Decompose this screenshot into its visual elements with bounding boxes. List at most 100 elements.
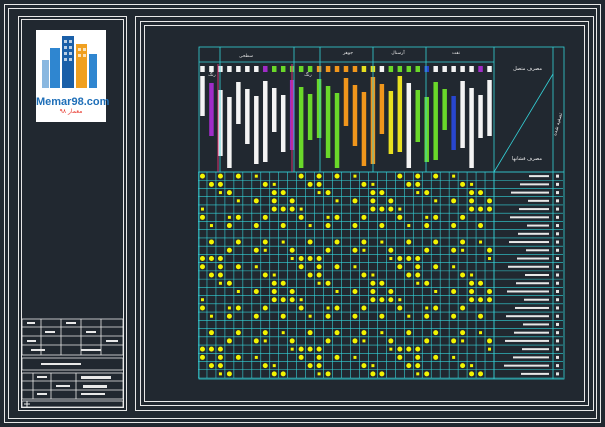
matrix-marker — [299, 298, 303, 302]
header-chip — [236, 66, 241, 72]
matrix-dot — [298, 264, 304, 270]
header-chip — [397, 66, 403, 72]
group-label: سطحی — [239, 54, 253, 59]
header-bar — [236, 82, 241, 124]
row-label — [504, 364, 549, 367]
matrix-dot — [235, 330, 241, 336]
matrix-marker — [371, 364, 375, 368]
matrix-dot — [379, 190, 385, 196]
row-index-marker — [556, 314, 559, 318]
matrix-dot — [217, 181, 223, 187]
group-label: آرسنال — [391, 50, 405, 56]
matrix-marker — [407, 314, 411, 318]
matrix-dot — [487, 297, 493, 303]
matrix-dot — [235, 264, 241, 270]
matrix-marker — [434, 289, 438, 293]
matrix-dot — [406, 256, 412, 262]
matrix-dot — [199, 346, 205, 352]
header-bar — [388, 91, 394, 154]
matrix-dot — [307, 330, 313, 336]
row-label — [509, 241, 549, 244]
row-index-marker — [556, 240, 559, 244]
matrix-dot — [217, 173, 223, 179]
row-label — [527, 224, 549, 227]
sheet-border-outer — [135, 16, 594, 411]
matrix-dot — [208, 346, 214, 352]
matrix-dot — [487, 247, 493, 253]
header-chip — [316, 66, 322, 72]
matrix-dot — [460, 214, 466, 220]
header-bar — [245, 89, 250, 144]
header-chip — [325, 66, 331, 72]
row-label — [510, 216, 549, 219]
row-index-marker — [556, 207, 559, 211]
row-index-marker — [556, 289, 559, 293]
matrix-dot — [433, 330, 439, 336]
matrix-dot — [199, 264, 205, 270]
row-index-marker — [556, 298, 559, 302]
matrix-marker — [398, 207, 402, 211]
matrix-dot — [406, 330, 412, 336]
header-chip — [451, 66, 456, 72]
matrix-dot — [217, 354, 223, 360]
matrix-dot — [289, 198, 295, 204]
matrix-dot — [415, 264, 421, 270]
header-bar — [487, 80, 492, 136]
row-label — [515, 306, 549, 309]
matrix-dot — [316, 354, 322, 360]
row-index-marker — [556, 174, 559, 178]
matrix-dot — [289, 247, 295, 253]
matrix-marker — [380, 331, 384, 335]
matrix-dot — [469, 198, 475, 204]
matrix-marker — [416, 281, 420, 285]
matrix-dot — [226, 223, 232, 229]
row-label — [525, 274, 549, 276]
matrix-dot — [433, 214, 439, 220]
header-chip — [388, 66, 394, 72]
matrix-marker — [236, 289, 240, 293]
matrix-dot — [307, 363, 313, 369]
matrix-dot — [370, 198, 376, 204]
header-chip — [218, 66, 223, 72]
row-index-marker — [556, 273, 559, 277]
header-chip — [469, 66, 474, 72]
matrix-marker — [425, 306, 429, 310]
header-chip — [298, 66, 304, 72]
matrix-dot — [235, 354, 241, 360]
matrix-marker — [272, 182, 276, 186]
matrix-dot — [415, 181, 421, 187]
matrix-dot — [487, 206, 493, 212]
row-labels — [504, 174, 559, 376]
matrix-dot — [397, 256, 403, 262]
row-index-marker — [556, 215, 559, 219]
matrix-dot — [379, 206, 385, 212]
header-chip — [487, 66, 492, 72]
matrix-dot — [379, 313, 385, 319]
matrix-dot — [208, 330, 214, 336]
row-index-marker — [556, 191, 559, 195]
header-chip — [245, 66, 250, 72]
matrix-dot — [370, 297, 376, 303]
header-chip — [209, 66, 214, 72]
matrix-dot — [199, 305, 205, 311]
matrix-dot — [433, 264, 439, 270]
header-chip — [460, 66, 465, 72]
matrix-dot — [334, 239, 340, 245]
matrix-dot — [325, 280, 331, 286]
header-bars — [200, 66, 492, 168]
row-label — [522, 348, 549, 351]
matrix-dot — [208, 181, 214, 187]
matrix-dot — [235, 214, 241, 220]
matrix-marker — [479, 240, 483, 244]
matrix-dot — [217, 272, 223, 278]
compatibility-matrix: مصرف متصل مصرف فشانها تصفیه شده سطحی رنگ… — [198, 46, 565, 380]
header-bar — [343, 78, 349, 126]
matrix-dot — [235, 239, 241, 245]
header-bar — [361, 92, 367, 166]
matrix-marker — [488, 347, 492, 351]
matrix-dot — [397, 214, 403, 220]
row-label — [521, 372, 549, 375]
header-bar — [209, 83, 214, 136]
header-bar — [352, 85, 358, 146]
matrix-dot — [469, 280, 475, 286]
